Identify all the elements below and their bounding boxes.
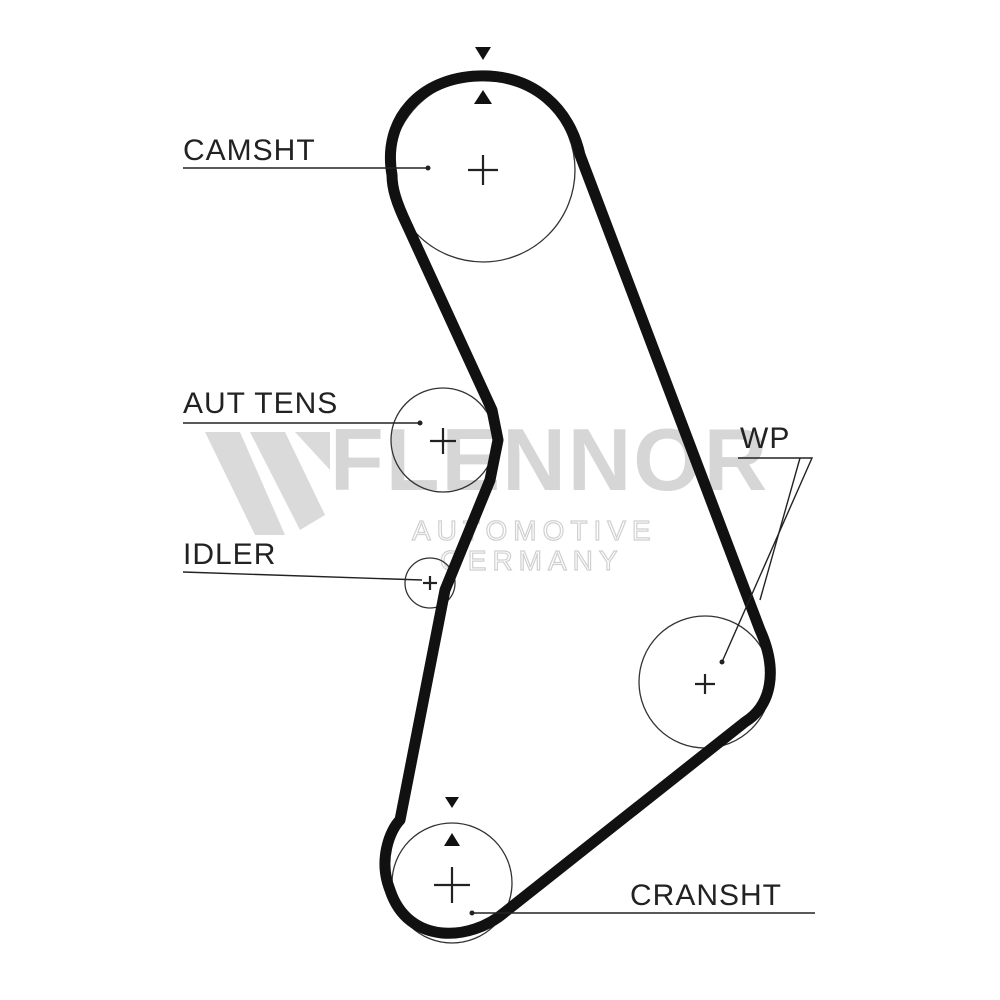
idler-pulley	[404, 557, 456, 609]
camshaft-label: CAMSHT	[183, 134, 316, 167]
timing-belt	[379, 70, 776, 939]
crankshaft-center-icon	[434, 867, 470, 903]
camshaft-timing-mark-up-icon	[474, 90, 492, 104]
watermark-line1: AUTOMOTIVE	[412, 515, 657, 546]
camshaft-timing-mark-down-icon	[475, 47, 491, 60]
tensioner-center-icon	[430, 428, 456, 454]
water-pump-leader-line-2	[759, 457, 801, 601]
watermark-line2: GERMANY	[440, 545, 624, 576]
water-pump-center-icon	[695, 674, 715, 694]
idler-center-icon	[423, 576, 437, 590]
crankshaft-timing-mark-up-icon	[444, 833, 460, 846]
crankshaft-label: CRANSHT	[630, 879, 782, 912]
watermark-logo-icon	[205, 432, 330, 535]
crankshaft-timing-mark-down-icon	[445, 797, 459, 808]
idler-leader-line	[182, 571, 423, 581]
water-pump-label: WP	[740, 422, 790, 455]
camshaft-center-icon	[468, 155, 498, 185]
tensioner-label: AUT TENS	[183, 387, 338, 420]
idler-label: IDLER	[183, 538, 276, 571]
water-pump-leader-line	[721, 457, 814, 663]
